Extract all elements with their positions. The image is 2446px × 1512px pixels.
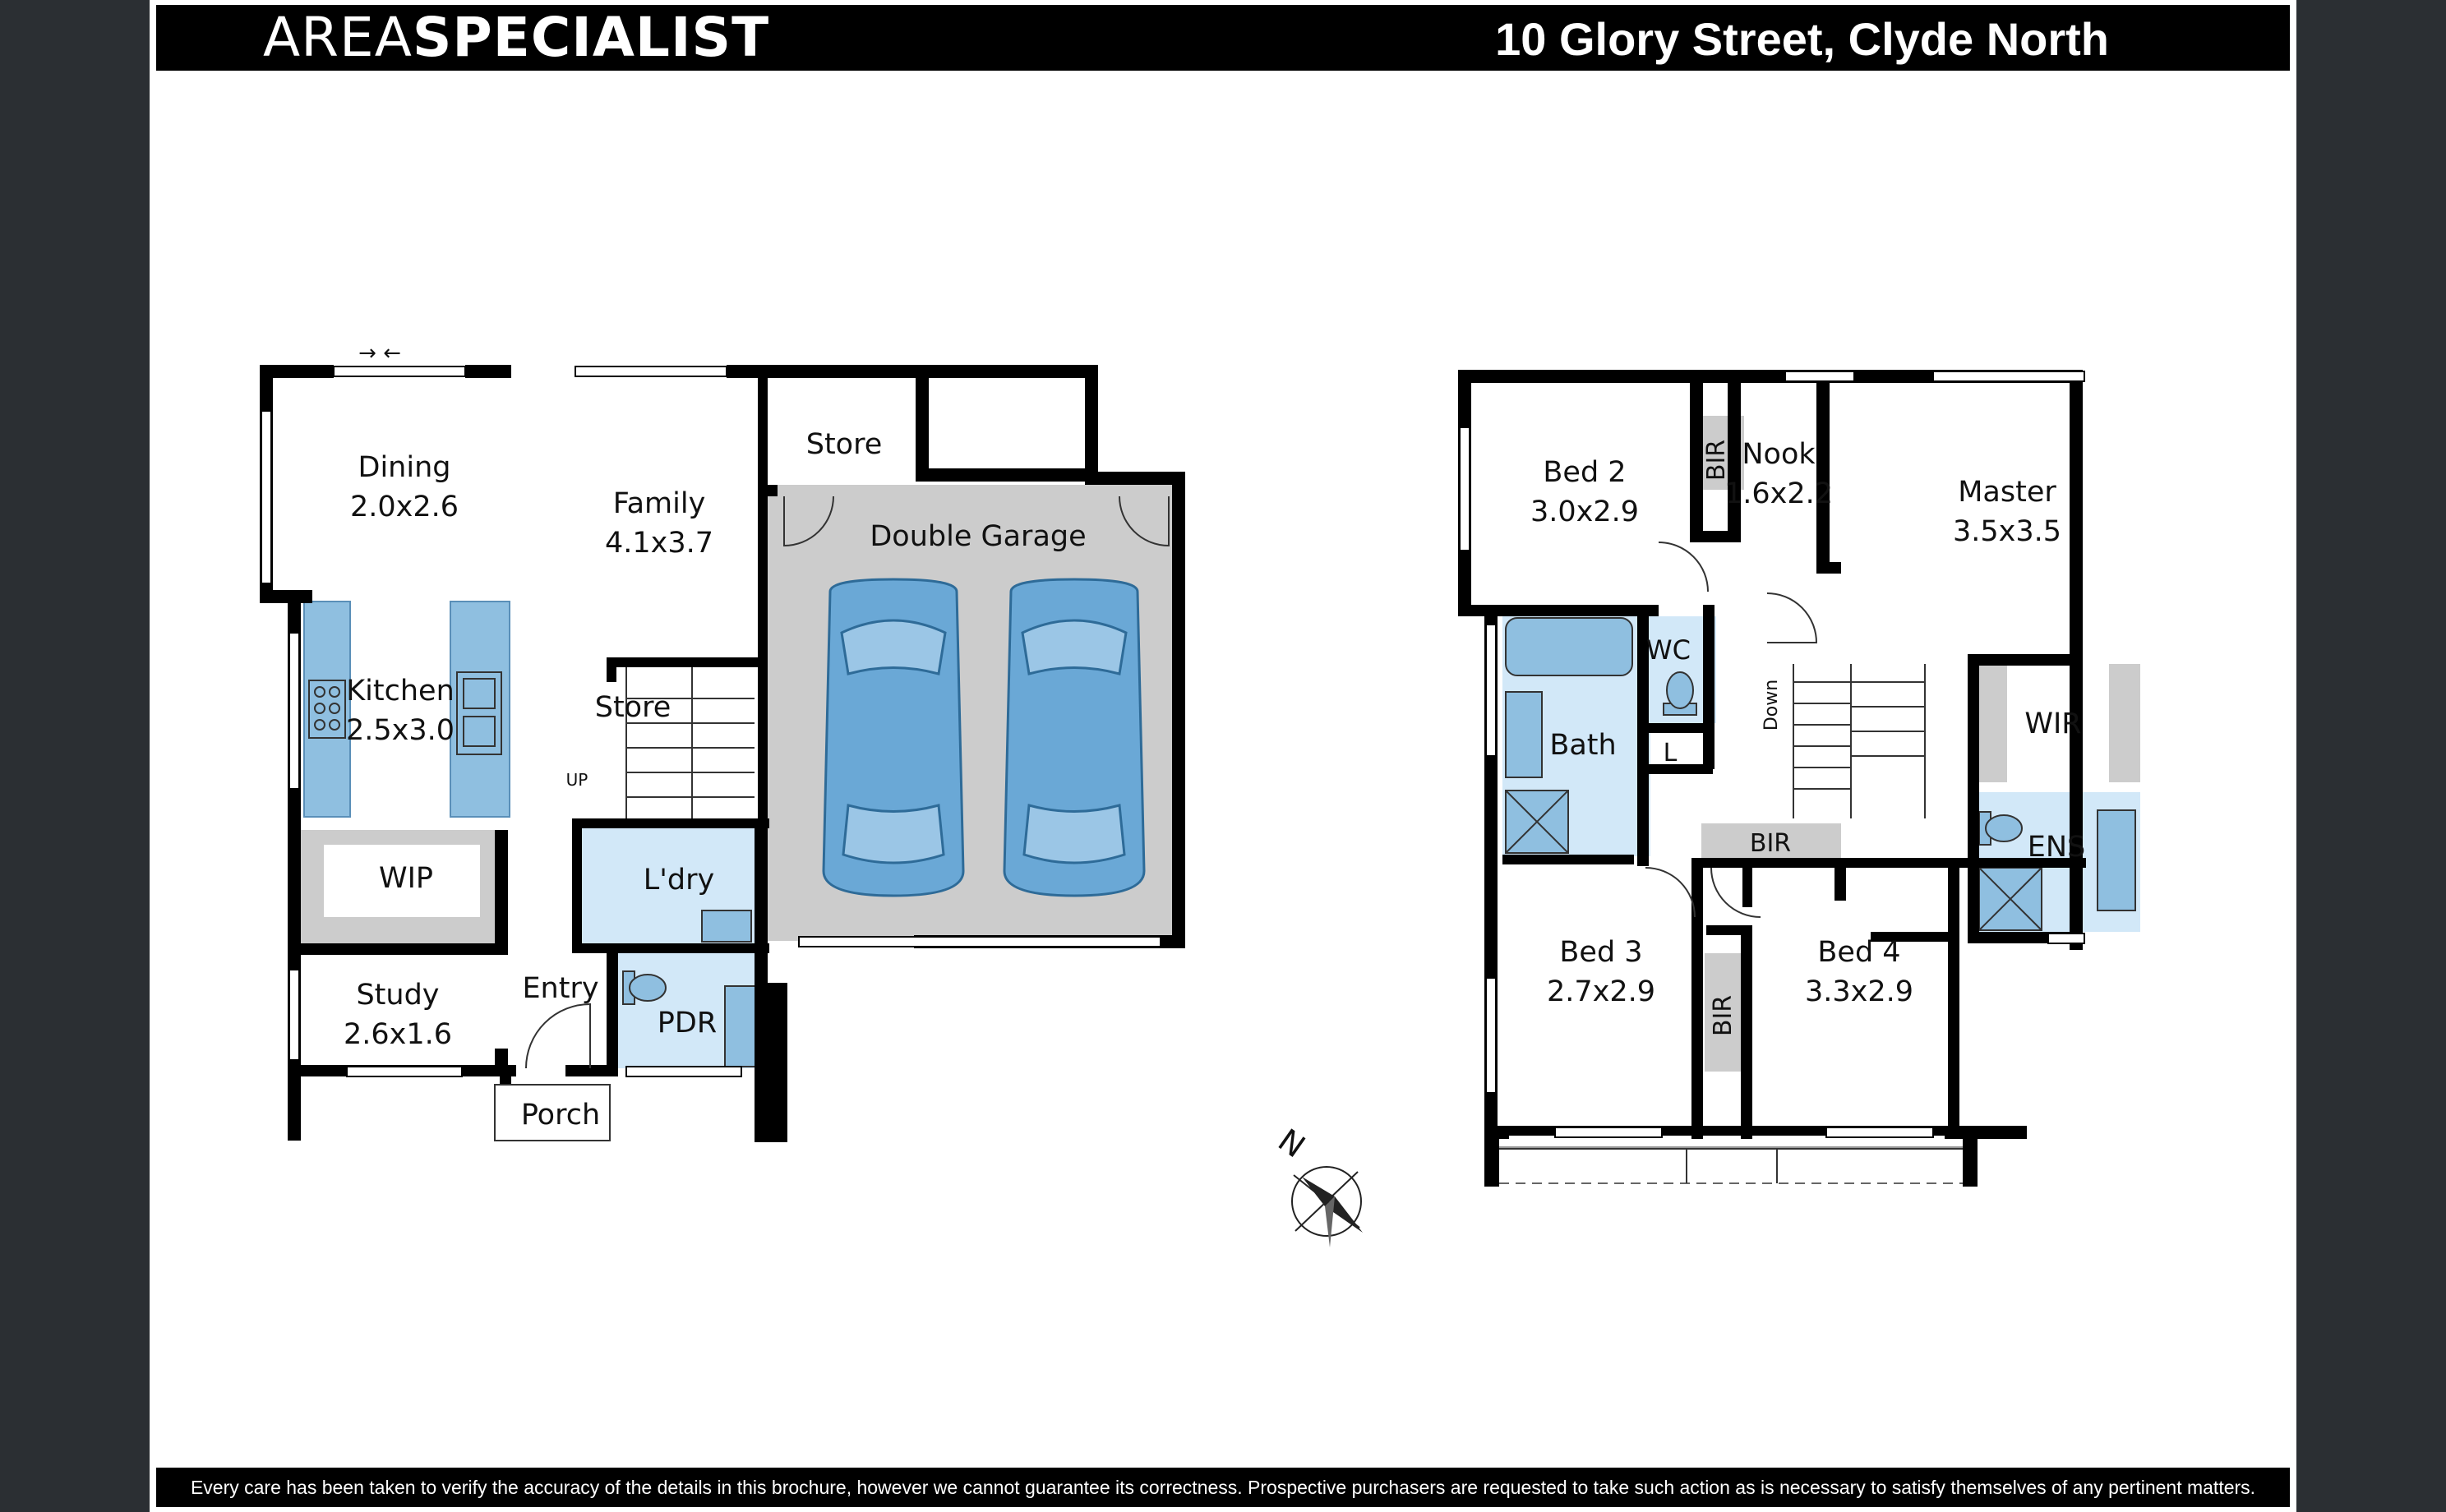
wir-label: WIR: [2024, 708, 2081, 740]
dining-label: Dining: [358, 451, 451, 484]
bed3-label: Bed 3: [1559, 936, 1642, 969]
dining-size: 2.0x2.6: [350, 491, 459, 523]
wip-floor: [324, 845, 480, 917]
toilet-icon: [622, 970, 667, 1005]
bir-bed3-label: BIR: [1709, 995, 1738, 1036]
bath-vanity-icon: [1505, 691, 1543, 778]
wir-shelf-left: [1976, 664, 2007, 782]
first-floor-stairs: [1793, 664, 1926, 818]
ground-floor-plan: → ←: [260, 341, 1185, 1142]
ens-vanity-icon: [2097, 809, 2136, 911]
bir-bed3-shelf: [1705, 953, 1742, 1072]
master-label: Master: [1958, 476, 2056, 509]
ground-floor-windows: [261, 366, 1161, 1077]
bathtub-icon: [1505, 617, 1633, 676]
header-bar: AREASPECIALIST 10 Glory Street, Clyde No…: [156, 5, 2290, 71]
first-floor-plan: Bed 2 3.0x2.9 BIR Nook 1.6x2.2 Master 3.…: [1458, 370, 2140, 1187]
shower-icon: [1505, 790, 1569, 854]
ens-label: ENS: [2028, 831, 2086, 864]
ground-doors: [525, 496, 1170, 1069]
pdr-label: PDR: [658, 1007, 717, 1040]
disclaimer-text: Every care has been taken to verify the …: [190, 1477, 2256, 1498]
compass-icon: N: [1271, 1122, 1363, 1247]
garage-store-label: Store: [806, 428, 883, 461]
brochure-page: AREASPECIALIST 10 Glory Street, Clyde No…: [150, 0, 2296, 1512]
nook-label: Nook: [1742, 438, 1816, 471]
car-icon: [822, 578, 965, 897]
laundry-label: L'dry: [644, 864, 714, 897]
first-floor-doors: [1645, 542, 1818, 918]
wir-shelf-right: [2109, 664, 2140, 782]
family-size: 4.1x3.7: [605, 527, 713, 560]
balcony: [1484, 1139, 1978, 1187]
bir-bed2-label: BIR: [1702, 440, 1731, 481]
bir-hall-label: BIR: [1750, 829, 1791, 858]
property-address: 10 Glory Street, Clyde North: [1495, 13, 2109, 65]
wip-label: WIP: [379, 862, 433, 895]
stair-store-label: Store: [595, 691, 671, 724]
kitchen-bench-left: [303, 601, 351, 818]
bath-label: Bath: [1549, 729, 1616, 762]
laundry-tub-icon: [701, 910, 752, 943]
up-label: UP: [566, 770, 588, 790]
toilet-icon: [1663, 671, 1697, 716]
kitchen-label: Kitchen: [346, 675, 455, 708]
cooktop-icon: [308, 680, 346, 739]
bir-hall-shelf: [1701, 823, 1841, 858]
porch-label: Porch: [521, 1099, 600, 1132]
bed2-label: Bed 2: [1543, 456, 1626, 489]
brand-light: AREA: [263, 6, 413, 69]
compass-north-label: N: [1271, 1122, 1312, 1164]
nook-size: 1.6x2.2: [1724, 477, 1833, 510]
master-size: 3.5x3.5: [1953, 515, 2061, 548]
bed3-size: 2.7x2.9: [1547, 975, 1655, 1008]
porch-area: [494, 1084, 611, 1141]
brand-logo: AREASPECIALIST: [263, 8, 769, 67]
shower-icon: [1978, 867, 2042, 931]
wc-label: WC: [1646, 634, 1691, 666]
first-floor-windows: [1459, 371, 2085, 1138]
study-label: Study: [356, 979, 439, 1012]
brand-bold: SPECIALIST: [412, 6, 770, 69]
kitchen-size: 2.5x3.0: [346, 714, 455, 747]
sliding-door-arrows: → ←: [358, 341, 401, 366]
study-size: 2.6x1.6: [344, 1018, 452, 1051]
family-label: Family: [613, 487, 706, 520]
car-icon: [1003, 578, 1146, 897]
garage-label: Double Garage: [870, 520, 1086, 553]
bed4-label: Bed 4: [1817, 936, 1900, 969]
disclaimer-bar: Every care has been taken to verify the …: [156, 1468, 2290, 1507]
entry-label: Entry: [522, 972, 598, 1005]
ground-stairs: [625, 667, 755, 818]
kitchen-sink-icon: [456, 671, 502, 755]
l-label: L: [1664, 739, 1678, 768]
bed4-size: 3.3x2.9: [1805, 975, 1913, 1008]
bed2-size: 3.0x2.9: [1530, 496, 1639, 528]
floor-plans: → ←: [260, 341, 2140, 1247]
down-label: Down: [1761, 680, 1782, 731]
